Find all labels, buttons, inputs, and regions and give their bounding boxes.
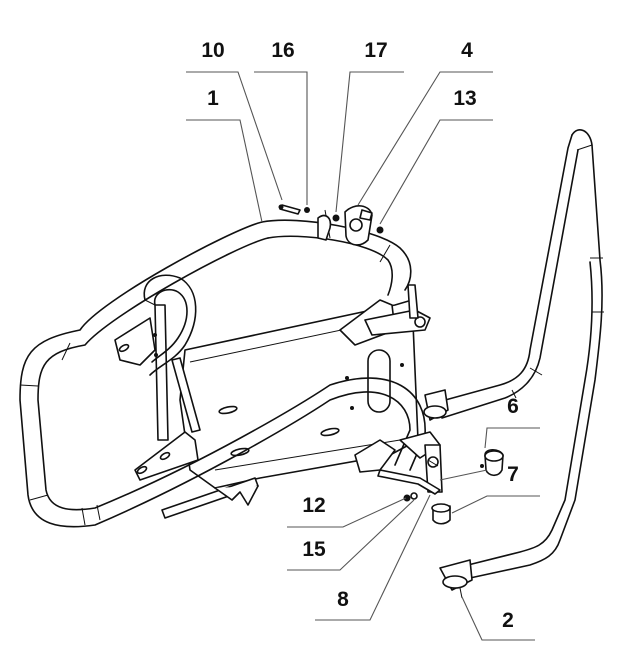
vertical-posts [153,304,201,441]
callout-4: 4 [461,39,473,62]
callout-15: 15 [302,538,326,561]
callout-16: 16 [271,39,294,62]
upright-supports [339,284,441,473]
side-bracket-lower [134,431,199,481]
callout-labels: 10 16 17 4 1 13 6 7 12 15 8 2 [201,39,519,632]
callout-12: 12 [302,494,325,517]
callout-6: 6 [507,395,519,418]
loop-handle [143,274,197,376]
chassis-plate [179,299,419,489]
side-bracket-upper [114,317,156,366]
lower-hardware [377,444,504,525]
top-hardware [278,204,384,246]
callout-17: 17 [364,39,387,62]
callout-7: 7 [507,463,519,486]
side-handle [423,129,604,599]
bottom-bracket [161,477,259,519]
callout-8: 8 [337,588,349,611]
callout-1: 1 [207,87,219,110]
callout-2: 2 [502,609,514,632]
callout-13: 13 [453,87,476,110]
leader-lines [186,71,540,641]
main-handle-frame [19,209,426,528]
callout-10: 10 [201,39,224,62]
